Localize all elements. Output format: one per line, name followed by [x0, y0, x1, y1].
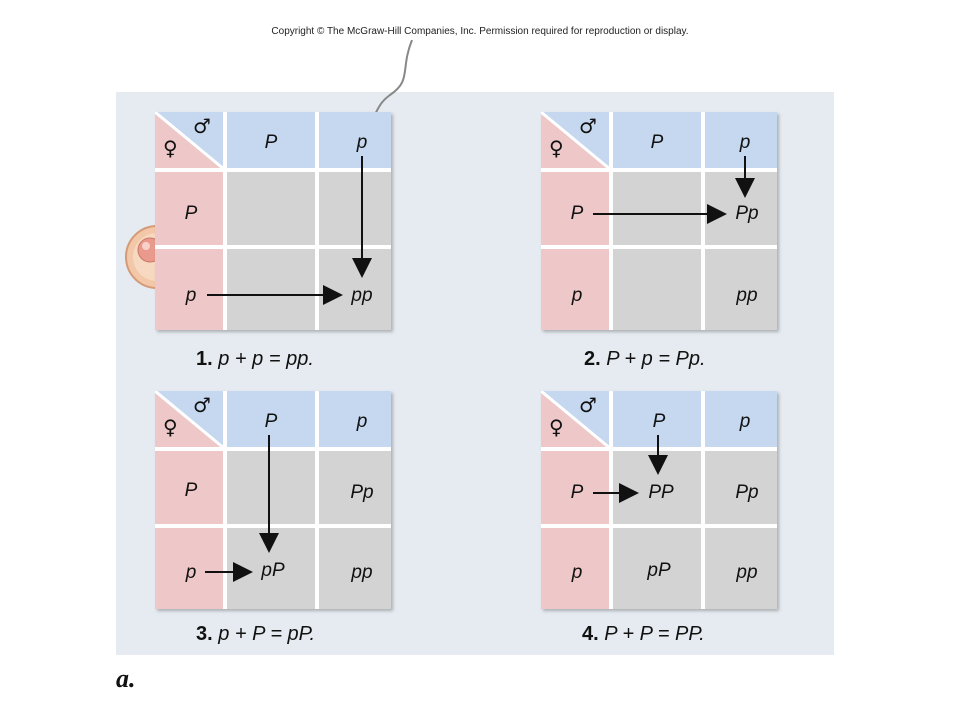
punnett-square-1: ♂ ♀ P p P p pp	[155, 112, 391, 330]
female-symbol: ♀	[163, 136, 178, 160]
row-header-1: P	[184, 480, 198, 501]
female-symbol: ♀	[163, 415, 178, 439]
col-header-1: P	[650, 132, 664, 153]
col-header-1: P	[264, 132, 278, 153]
caption-3: 3. p + P = pP.	[196, 623, 315, 646]
cell-2-2: pp	[351, 285, 373, 306]
caption-number: 3.	[196, 623, 213, 645]
caption-2: 2. P + p = Pp.	[584, 348, 706, 371]
col-header-1: P	[264, 411, 278, 432]
male-symbol: ♂	[579, 114, 597, 138]
female-symbol: ♀	[549, 415, 564, 439]
cell-1-1: PP	[648, 482, 674, 503]
caption-number: 2.	[584, 348, 601, 370]
cell-2-1: pP	[261, 560, 285, 581]
arrow-down	[205, 435, 279, 582]
caption-1: 1. p + p = pp.	[196, 348, 314, 371]
copyright-notice: Copyright © The McGraw-Hill Companies, I…	[271, 26, 689, 37]
cell-1-2: Pp	[735, 482, 759, 503]
row-header-2: p	[571, 562, 583, 583]
punnett-grid-4	[541, 391, 777, 609]
row-header-1: P	[570, 482, 584, 503]
row-header-1: P	[570, 203, 584, 224]
cell-2-2: pp	[736, 285, 758, 306]
caption-equation: P + P = PP.	[604, 623, 705, 645]
figure-label: a.	[116, 664, 136, 693]
col-header-1: P	[652, 411, 666, 432]
male-symbol: ♂	[579, 393, 597, 417]
caption-number: 1.	[196, 348, 213, 370]
row-header-2: p	[185, 562, 197, 583]
cell-2-2: pp	[736, 562, 758, 583]
cell-2-2: pp	[351, 562, 373, 583]
punnett-grid-3	[155, 391, 391, 609]
cell-1-2: Pp	[350, 482, 374, 503]
row-header-1: P	[184, 203, 198, 224]
col-header-2: p	[356, 132, 368, 153]
cell-1-2: Pp	[735, 203, 759, 224]
row-header-2: p	[571, 285, 583, 306]
punnett-square-4: ♂ ♀ P p P p PP Pp pP pp	[541, 391, 777, 609]
col-header-2: p	[739, 411, 751, 432]
arrow-down	[593, 435, 668, 503]
male-symbol: ♂	[193, 393, 211, 417]
arrow-down	[593, 156, 755, 224]
col-header-2: p	[356, 411, 368, 432]
cell-2-1: pP	[647, 560, 671, 581]
punnett-square-3: ♂ ♀ P p P p Pp pP pp	[155, 391, 391, 609]
punnett-grid-1	[155, 112, 391, 330]
punnett-square-2: ♂ ♀ P p P p Pp pp	[541, 112, 777, 330]
caption-equation: p + P = pP.	[218, 623, 315, 645]
caption-equation: P + p = Pp.	[606, 348, 706, 370]
row-header-2: p	[185, 285, 197, 306]
caption-number: 4.	[582, 623, 599, 645]
caption-equation: p + p = pp.	[218, 348, 314, 370]
col-header-2: p	[739, 132, 751, 153]
arrow-down	[207, 156, 372, 305]
male-symbol: ♂	[193, 114, 211, 138]
female-symbol: ♀	[549, 136, 564, 160]
caption-4: 4. P + P = PP.	[582, 623, 705, 646]
